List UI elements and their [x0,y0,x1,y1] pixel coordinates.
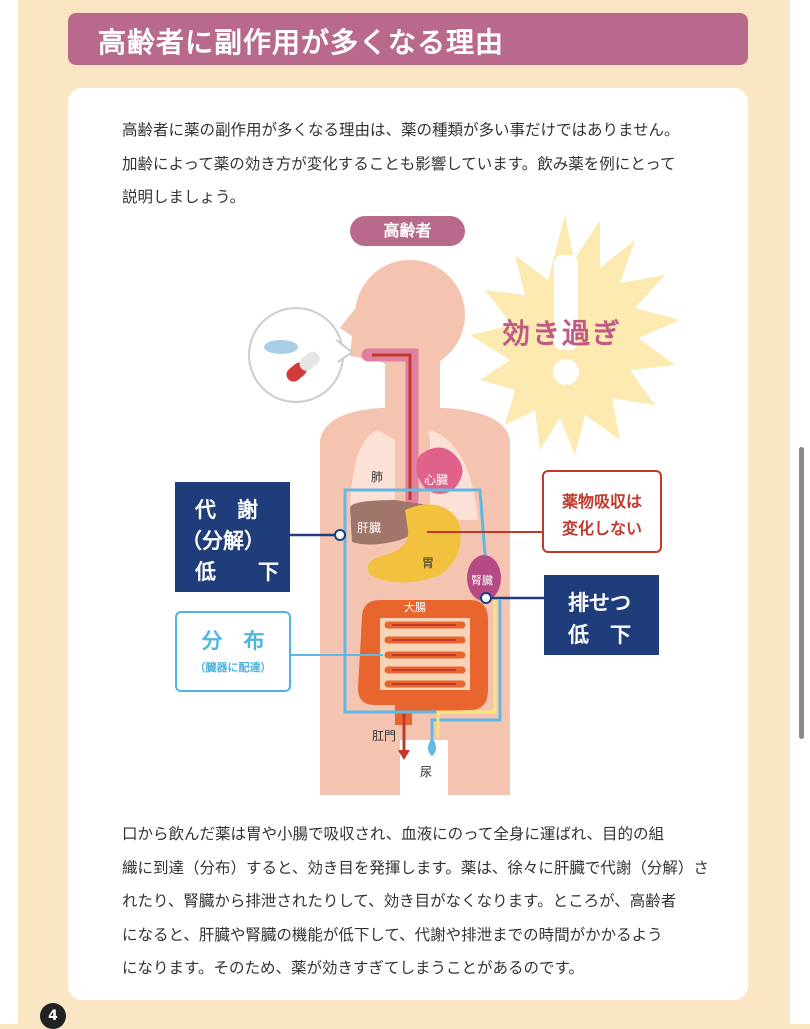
speech-bubble-tail [335,339,354,363]
page-number: 4 [40,1003,66,1029]
excretion-connector-dot [480,592,492,604]
metabolism-line3: 低 下 [195,560,279,584]
liver-label: 肝臓 [357,521,382,535]
circulation-lines [343,488,502,738]
large-intestine-label: 大腸 [404,601,426,614]
excretion-line1: 排せつ [568,591,631,615]
outro-line: 織に到達（分布）すると、効き目を発揮します。薬は、徐々に肝臓で代謝（分解）さ [122,858,709,877]
stomach-label: 胃 [422,556,435,570]
intro-line: 加齢によって薬の効き方が変化することも影響しています。飲み薬を例にとって [122,154,676,173]
tablet-pill-icon [264,340,298,354]
absorption-box: 薬物吸収は 変化しない [542,470,662,553]
excretion-line2: 低 下 [568,623,631,647]
exclamation-dot [553,359,579,385]
esophagus-flow-arrow [372,353,412,500]
metabolism-connector-dot [334,529,346,541]
intro-line: 説明しましょう。 [122,188,246,206]
absorption-arrows [392,624,456,685]
distribution-box: 分 布 （臓器に配達） [175,611,291,692]
lung-label: 肺 [371,470,384,484]
outro-line: になると、肝臓や腎臓の機能が低下して、代謝や排泄までの時間がかかるよう [122,925,663,944]
intro-line: 高齢者に薬の副作用が多くなる理由は、薬の種類が多い事だけではありません。 [122,121,680,139]
urine-path [436,600,497,738]
title-bar: 高齢者に副作用が多くなる理由 [68,13,748,65]
overdose-effect-label: 効き過ぎ [502,317,623,350]
scrollbar[interactable] [799,447,804,739]
distribution-line2: （臓器に配達） [194,661,272,674]
speech-bubble [248,307,344,403]
distribution-line1: 分 布 [201,629,265,653]
rectum-arrowhead [398,750,410,760]
elderly-badge: 高齢者 [350,216,465,246]
page-title: 高齢者に副作用が多くなる理由 [98,26,505,59]
outro-line: れたり、腎臓から排泄されたりして、効き目がなくなります。ところが、高齢者 [122,892,677,910]
urine-drop [428,737,436,756]
capsule-pill-icon [286,351,320,382]
left-lung [350,430,395,520]
page-edge-left [0,0,18,1024]
kidney-label: 腎臓 [471,574,493,587]
explanation-paragraph: 口から飲んだ薬は胃や小腸で吸収され、血液にのって全身に運ばれ、目的の組 織に到達… [122,818,709,986]
head-shape [355,260,465,370]
anus-label: 肛門 [372,729,397,743]
urine-label: 尿 [420,765,433,779]
outro-line: 口から飲んだ薬は胃や小腸で吸収され、血液にのって全身に運ばれ、目的の組 [122,825,665,843]
absorption-line2: 変化しない [561,519,642,538]
metabolism-line2: （分解） [181,529,265,553]
absorption-line1: 薬物吸収は [561,492,642,511]
elderly-badge-label: 高齢者 [383,221,432,240]
heart-organ [416,447,463,494]
metabolism-box: 代 謝 （分解） 低 下 [175,482,290,592]
outro-line: になります。そのため、薬が効きすぎてしまうことがあるのです。 [122,959,584,977]
intro-paragraph: 高齢者に薬の副作用が多くなる理由は、薬の種類が多い事だけではありません。 加齢に… [122,114,702,215]
exclamation-bar [554,255,578,350]
face-profile [340,305,385,362]
metabolism-line1: 代 謝 [195,498,258,522]
heart-label: 心臓 [424,473,449,487]
kidney-organ [467,555,501,601]
stomach-organ [367,504,461,583]
excretion-box: 排せつ 低 下 [544,575,659,655]
